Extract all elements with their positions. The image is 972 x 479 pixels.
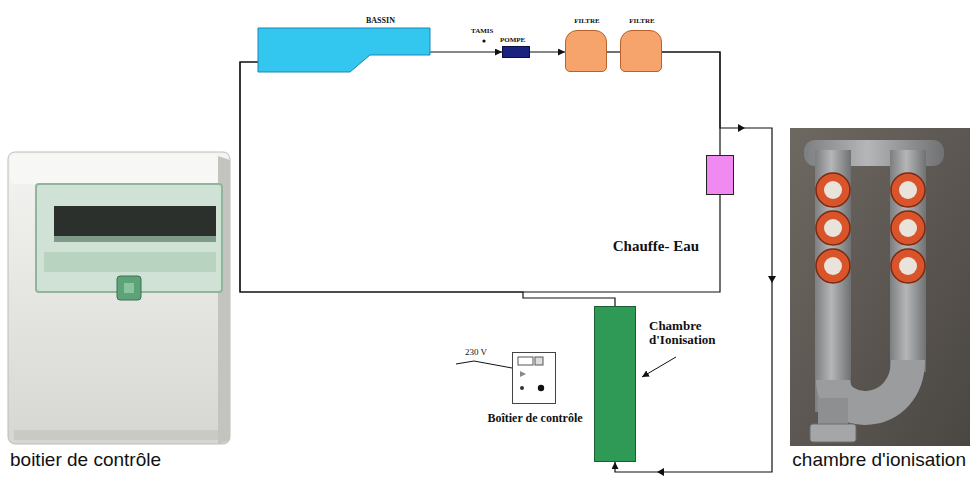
node-label: Boîtier de contrôle: [479, 412, 591, 425]
node-label: Chauffe- Eau: [613, 238, 699, 255]
part-label: TAMIS: [471, 27, 493, 35]
node-label: FILTRE: [617, 18, 667, 26]
basin-shape: [258, 28, 430, 72]
control-box: Boîtier de contrôle: [512, 352, 556, 404]
pipe-connector: [430, 51, 502, 52]
voltage-label: 230 V: [465, 347, 487, 357]
control-box-photo: [8, 152, 230, 444]
photo-caption: chambre d'ionisation: [792, 449, 966, 471]
ionisation-chamber: Chambre d'Ionisation: [594, 306, 636, 462]
pipe-connector: [240, 62, 720, 292]
pipe-connector: [530, 51, 565, 52]
filter-tank: FILTRE: [620, 30, 662, 72]
control-panel-details: [513, 353, 555, 403]
water-heater: Chauffe- Eau: [706, 155, 734, 195]
ionisation-chamber-photo: [790, 128, 970, 446]
filter-tank: FILTRE: [565, 30, 607, 72]
supply-wire: [456, 361, 512, 368]
node-label: BASSIN: [366, 17, 395, 26]
photo-caption: boitier de contrôle: [10, 449, 161, 471]
pipe-connector: [607, 51, 620, 52]
pipe-connector: [662, 52, 720, 155]
pump-box: POMPE: [502, 46, 530, 58]
node-label: POMPE: [500, 37, 525, 45]
pipe-connector: [615, 52, 772, 472]
node-label: Chambre d'Ionisation: [649, 319, 733, 348]
node-label: FILTRE: [562, 18, 612, 26]
pipe-connector: [240, 62, 615, 306]
basin-outline: [258, 28, 430, 72]
leader-line: [642, 357, 676, 377]
pool-basin: BASSIN: [258, 28, 430, 72]
flow-chevrons: [657, 124, 776, 476]
tamis-dot: [482, 39, 485, 42]
